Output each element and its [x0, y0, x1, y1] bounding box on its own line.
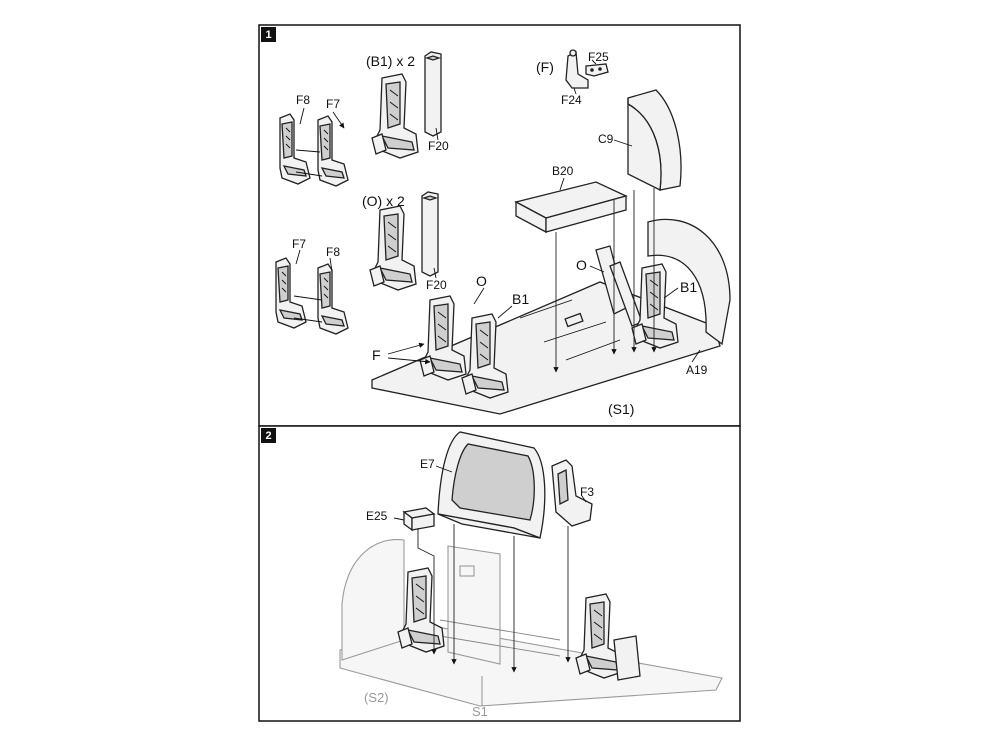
- label-f7-bottom: F7: [292, 237, 306, 251]
- label-f-left: F: [372, 347, 381, 363]
- label-f8-top: F8: [296, 93, 310, 107]
- part-s1-cockpit: A19: [371, 218, 731, 415]
- part-e25: E25: [366, 507, 436, 532]
- label-o-x2: (O) x 2: [362, 193, 405, 209]
- label-o-left: O: [476, 273, 487, 289]
- label-f20-bottom: F20: [426, 278, 447, 292]
- step-1-panel: 1 F8 F7 (B1) x 2 F20 (O) x 2 F20: [258, 24, 741, 427]
- part-f3: F3: [551, 459, 594, 527]
- label-b1-right: B1: [680, 279, 697, 295]
- label-e25: E25: [366, 509, 388, 523]
- subassembly-f7-f8-bottom: F7 F8: [275, 237, 349, 335]
- subassembly-f8-f7-top: F8 F7: [279, 93, 349, 187]
- label-f7-top: F7: [326, 97, 340, 111]
- label-b1-x2: (B1) x 2: [366, 53, 415, 69]
- label-c9: C9: [598, 132, 614, 146]
- label-f-group: (F): [536, 59, 554, 75]
- step-1-badge: [261, 27, 276, 42]
- label-f20-top: F20: [428, 139, 449, 153]
- label-f3: F3: [580, 485, 594, 499]
- subassembly-b1: (B1) x 2 F20: [366, 51, 449, 159]
- label-f24: F24: [561, 93, 582, 107]
- subassembly-o: (O) x 2 F20: [362, 191, 447, 292]
- step-2-number: 2: [265, 430, 271, 442]
- step-1-number: 1: [265, 29, 271, 41]
- label-s2: (S2): [364, 690, 389, 705]
- part-b20: B20: [514, 164, 628, 234]
- label-f25: F25: [588, 50, 609, 64]
- part-e7: E7: [420, 431, 546, 539]
- label-e7: E7: [420, 457, 435, 471]
- label-o-right: O: [576, 257, 587, 273]
- step-2-badge: [261, 428, 276, 443]
- label-b20: B20: [552, 164, 574, 178]
- part-c9: C9: [598, 89, 682, 191]
- label-b1-left: B1: [512, 291, 529, 307]
- label-s1-step2: S1: [472, 704, 488, 719]
- subassembly-f-small-parts: (F) F25 F24: [536, 49, 609, 107]
- label-a19: A19: [686, 363, 708, 377]
- label-s1-step1: (S1): [608, 401, 634, 417]
- label-f8-bottom: F8: [326, 245, 340, 259]
- step-2-panel: 2 E7 E25 F3: [258, 425, 741, 722]
